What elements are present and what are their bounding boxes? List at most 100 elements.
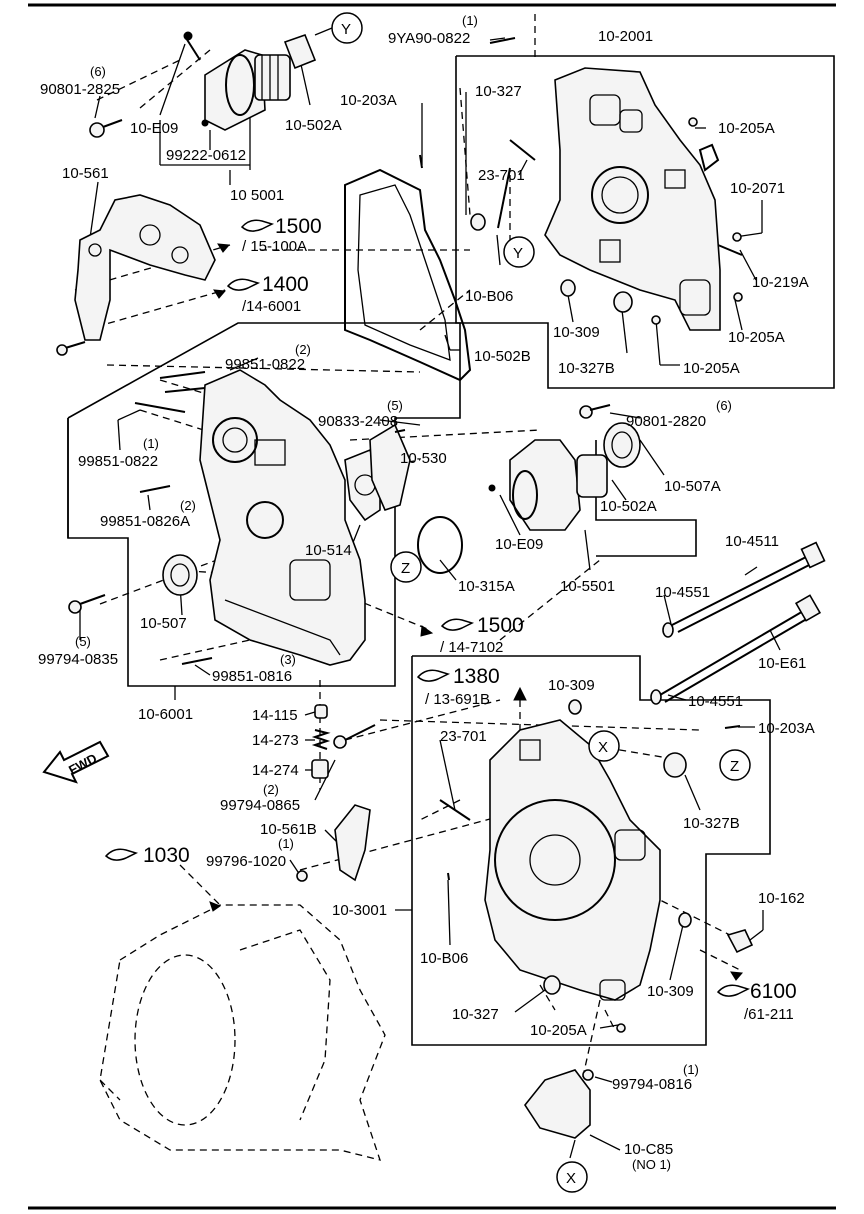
label-99851-0826A-qty: (2) — [180, 498, 196, 513]
hand-pointer-icon-1380 — [416, 669, 451, 682]
label-10-203A-mid: 10-203A — [758, 720, 815, 737]
part-10-219A-bolt — [717, 244, 743, 256]
label-90801-2825: 90801-2825 — [40, 81, 120, 98]
part-10-561B-bracket — [296, 804, 371, 882]
label-10-B06-bot: 10-B06 — [420, 950, 468, 967]
label-14-115: 14-115 — [252, 707, 298, 724]
label-10-4551-a: 10-4551 — [655, 584, 710, 601]
label-10-C85: 10-C85 — [624, 1141, 673, 1158]
part-14-115 — [314, 704, 328, 719]
label-10-507: 10-507 — [140, 615, 187, 632]
label-90801-2820-qty: (6) — [716, 398, 732, 413]
bolt-99794-0865 — [333, 724, 376, 749]
label-90833-2408: 90833-2408 — [318, 413, 398, 430]
svg-text:Y: Y — [341, 21, 351, 38]
label-10-B06-top: 10-B06 — [465, 288, 513, 305]
label-10-E09-top: 10-E09 — [130, 120, 178, 137]
svg-text:Z: Z — [401, 560, 410, 577]
label-10-327-top: 10-327 — [475, 83, 522, 100]
part-10-309-pin-mid — [568, 699, 582, 715]
label-14-273: 14-273 — [252, 732, 299, 749]
label-99794-0865: 99794-0865 — [220, 797, 300, 814]
part-10-309-pin — [560, 279, 576, 297]
label-9YA90-0822: 9YA90-0822 — [388, 30, 470, 47]
label-10-205A-bot: 10-205A — [530, 1022, 587, 1039]
label-99794-0816-qty: (1) — [683, 1062, 699, 1077]
bolt-10-E61 — [659, 594, 822, 703]
label-10-327B-mid: 10-327B — [683, 815, 740, 832]
label-10-6001: 10-6001 — [138, 706, 193, 723]
part-10-327B-plug-mid — [663, 752, 687, 778]
label-99851-0822-b: 99851-0822 — [78, 453, 158, 470]
label-10-2071: 10-2071 — [730, 180, 785, 197]
part-labels: (1) 9YA90-0822 10-2001 (6) 90801-2825 10… — [38, 13, 815, 1172]
label-10-561: 10-561 — [62, 165, 109, 182]
arrowheads — [209, 243, 744, 981]
label-ref-6100: 6100 — [750, 980, 797, 1003]
part-10-203A-pin-mid — [724, 725, 741, 729]
part-1030-engine-block-outline — [99, 904, 386, 1161]
part-10-162-sensor — [726, 929, 754, 954]
callout-circles: Y Y Z X Z X — [314, 12, 751, 1193]
label-10-2001: 10-2001 — [598, 28, 653, 45]
part-10-205A-plug-bot — [616, 1023, 626, 1033]
stud-9YA90-0822 — [489, 37, 516, 44]
callout-Z-right: Z — [719, 749, 751, 781]
label-10-203A-top: 10-203A — [340, 92, 397, 109]
part-10-561-bracket — [56, 194, 216, 356]
label-10-219A: 10-219A — [752, 274, 809, 291]
group-box-10-6001 — [67, 322, 461, 687]
label-10-5001: 10 5001 — [230, 187, 284, 204]
label-ref-1500-a-sub: / 15-100A — [242, 238, 307, 255]
label-99222-0612: 99222-0612 — [166, 147, 246, 164]
label-99794-0816: 99794-0816 — [612, 1076, 692, 1093]
label-10-327B-top: 10-327B — [558, 360, 615, 377]
label-10-205A-b: 10-205A — [683, 360, 740, 377]
label-90801-2825-qty: (6) — [90, 64, 106, 79]
label-99796-1020-qty: (1) — [278, 836, 294, 851]
part-10-315A-o-ring — [417, 516, 463, 574]
label-10-502A-mid: 10-502A — [600, 498, 657, 515]
label-99851-0816-qty: (3) — [280, 652, 296, 667]
label-99851-0822-b-qty: (1) — [143, 436, 159, 451]
label-10-327-bot: 10-327 — [452, 1006, 499, 1023]
fwd-label: FWD — [66, 751, 99, 778]
label-10-502B: 10-502B — [474, 348, 531, 365]
svg-text:X: X — [598, 739, 608, 756]
part-10-327-dowel — [470, 213, 486, 231]
label-10-162: 10-162 — [758, 890, 805, 907]
callout-Y-mid: Y — [503, 236, 535, 268]
label-10-E61: 10-E61 — [758, 655, 806, 672]
label-ref-6100-sub: /61-211 — [744, 1006, 794, 1023]
label-10-205A-r: 10-205A — [728, 329, 785, 346]
label-10-5501: 10-5501 — [560, 578, 615, 595]
label-90801-2820: 90801-2820 — [626, 413, 706, 430]
label-99851-0816: 99851-0816 — [212, 668, 292, 685]
label-ref-1400-sub: /14-6001 — [242, 298, 301, 315]
label-23-701-top: 23-701 — [478, 167, 525, 184]
part-10-309-pin-bot — [678, 912, 692, 928]
label-10-4551-b: 10-4551 — [688, 693, 743, 710]
label-10-309-mid: 10-309 — [548, 677, 595, 694]
part-10-2001-front-housing — [497, 67, 743, 331]
label-99796-1020: 99796-1020 — [206, 853, 286, 870]
hand-pointer-icon-1500-a — [240, 219, 275, 232]
part-10-205A-plug — [651, 315, 661, 325]
part-10-530-plate — [369, 423, 411, 511]
svg-text:X: X — [566, 1170, 576, 1187]
label-10-4511: 10-4511 — [725, 533, 779, 550]
washer-10-4551-a — [662, 622, 674, 638]
bolt-90801-2825 — [89, 119, 123, 138]
part-14-274-plug — [311, 759, 329, 779]
label-9YA90-qty: (1) — [462, 13, 478, 28]
part-10-5001-shaft-assembly — [183, 31, 317, 131]
label-99851-0822-a: 99851-0822 — [225, 356, 305, 373]
part-10-C85-cover — [524, 1069, 594, 1139]
label-ref-1380-sub: / 13-691B — [425, 691, 490, 708]
label-10-309-top: 10-309 — [553, 324, 600, 341]
hand-pointer-icon-1030 — [104, 848, 139, 861]
label-10-205A-tr: 10-205A — [718, 120, 775, 137]
label-10-561B: 10-561B — [260, 821, 317, 838]
label-90833-2408-qty: (5) — [387, 398, 403, 413]
